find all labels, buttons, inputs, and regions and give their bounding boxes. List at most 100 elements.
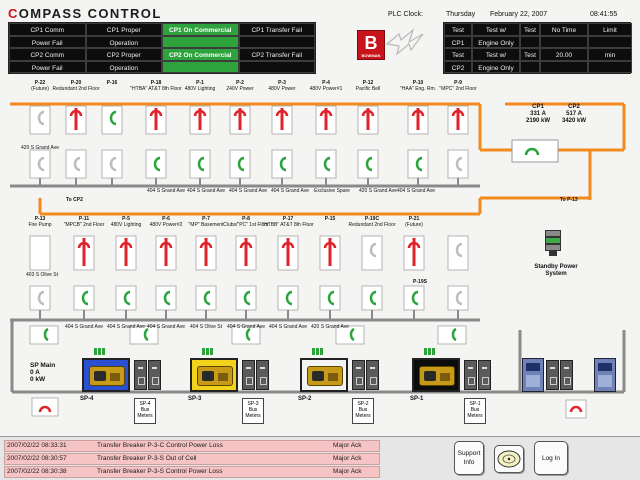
stack-light-icon: [545, 230, 561, 258]
breaker-open-icon: [163, 290, 171, 306]
breaker-closed-icon: [451, 109, 465, 117]
breaker-name-label: "HAA" Eng. Rm.: [399, 86, 437, 92]
breaker-id-label: P-1: [196, 80, 204, 86]
breaker-open-icon: [37, 290, 45, 306]
bus-meters-button[interactable]: SP-3 Bus Meters: [242, 398, 264, 424]
test-cp2-engine-button[interactable]: Test w/: [472, 48, 520, 61]
alarm-time: 2007/02/22 08:30:38: [7, 468, 67, 475]
address-label: 404 S Grand Ave: [147, 324, 185, 330]
status-cell: CP1 On Commercial: [162, 23, 239, 36]
generator-unit[interactable]: [82, 358, 130, 392]
app-title: COMPASS CONTROL: [8, 6, 162, 21]
breaker-open-icon: [365, 156, 373, 172]
status-cell: Power Fail: [9, 35, 86, 48]
compass-icon: [497, 450, 521, 468]
generator-unit[interactable]: [190, 358, 238, 392]
alarm-row[interactable]: 2007/02/22 08:30:38 Transfer Breaker P-3-…: [4, 466, 380, 478]
bus-meters-button[interactable]: SP-1 Bus Meters: [464, 398, 486, 424]
status-led-icon: [428, 348, 431, 355]
test-controls-grid: Test Test w/ Test No Time Limit CP1 Engi…: [443, 22, 632, 74]
test-cp1-engine-label: Engine Only: [472, 35, 520, 48]
cp2-readout: CP2 517 A 3420 kW: [562, 104, 587, 124]
breaker-open-icon: [369, 290, 377, 306]
generator-unit[interactable]: [300, 358, 348, 392]
generator-unit[interactable]: [412, 358, 460, 392]
test-cp1-engine-button[interactable]: Test w/: [472, 23, 520, 36]
plc-clock-day: Thursday: [446, 11, 476, 18]
bus-meters-button[interactable]: SP-2 Bus Meters: [352, 398, 374, 424]
breaker-id-label: P-20: [70, 80, 82, 86]
breaker-open-icon: [143, 327, 149, 342]
status-led-icon: [312, 348, 315, 355]
to-p13-label: To P-13: [560, 197, 578, 203]
status-led-icon: [210, 348, 213, 355]
address-label: 404 S Olive St: [190, 324, 222, 330]
log-in-button[interactable]: Log In: [534, 441, 568, 475]
breaker-empty-icon: [369, 242, 377, 258]
empty-cell: [540, 35, 588, 48]
address-label: 404 S Grand Ave: [227, 324, 265, 330]
test-cp1-button[interactable]: Test: [444, 23, 472, 36]
address-label: 404 S Grand Ave: [147, 188, 185, 194]
breaker-open-icon: [197, 156, 205, 172]
breaker-name-label: 480V Power#1: [309, 86, 343, 92]
status-led-icon: [202, 348, 205, 355]
status-led-icon: [102, 348, 105, 355]
alarm-message: Transfer Breaker P-3-S Control Power Los…: [97, 468, 223, 475]
sp-main-readout: SP Main 0 A 0 kW: [30, 362, 56, 383]
empty-cell: [540, 60, 588, 73]
breaker-closed-icon: [524, 147, 540, 156]
status-cell: CP2 On Commercial: [162, 48, 239, 61]
address-label: 404 S Grand Ave: [107, 324, 145, 330]
breaker-name-label: Fire Pump: [28, 222, 52, 228]
cp1-readout: CP1 331 A 2190 kW: [526, 104, 551, 124]
breaker-cell: [29, 235, 51, 271]
switch-icon: [366, 360, 379, 390]
breaker-open-icon: [203, 290, 211, 306]
breaker-open-icon: [243, 290, 251, 306]
support-info-button[interactable]: Support Info: [454, 441, 484, 475]
logo-button[interactable]: [494, 445, 524, 473]
breaker-closed-icon: [38, 405, 52, 413]
breaker-name-label: "MP" Basement: [188, 222, 224, 228]
breaker-open-icon: [245, 327, 251, 342]
standby-power-label: Standby Power System: [534, 264, 578, 277]
to-cp2-label: To CP2: [66, 197, 83, 203]
test-cp2-limit-label: Test: [520, 48, 540, 61]
test-cp2-label: CP2: [444, 60, 472, 73]
address-label: 404 S Grand Ave: [271, 188, 309, 194]
status-cell: Operation: [85, 35, 162, 48]
status-cell: Power Fail: [9, 60, 86, 73]
breaker-name-label: 480V Lighting: [110, 222, 142, 228]
generator-icon: [419, 366, 455, 386]
breaker-name-label: Clubs/"PC" 1st Floor: [223, 222, 269, 228]
switch-icon: [478, 360, 491, 390]
breaker-open-icon: [123, 290, 131, 306]
breaker-id-label: P-8: [242, 216, 250, 222]
breaker-open-icon: [349, 327, 355, 342]
alarm-time: 2007/02/22 08:33:31: [7, 442, 67, 449]
test-cp2-time-value[interactable]: 20.00: [540, 48, 588, 61]
test-cp1-time-value[interactable]: No Time: [540, 23, 588, 36]
breaker-open-icon: [455, 290, 463, 306]
status-led-icon: [94, 348, 97, 355]
breaker-open-icon: [73, 156, 81, 172]
switch-icon: [464, 360, 477, 390]
bus-meters-button[interactable]: SP-4 Bus Meters: [134, 398, 156, 424]
alarm-status: Major Ack: [333, 455, 362, 462]
status-led-icon: [316, 348, 319, 355]
plc-clock-time: 08:41:55: [590, 11, 618, 18]
address-label: 420 S Grand Ave: [21, 145, 59, 151]
breaker-id-label: P-4: [322, 80, 330, 86]
status-cell: CP1 Proper: [85, 23, 162, 36]
breaker-id-label: P-13: [34, 216, 46, 222]
plc-clock-date: February 22, 2007: [490, 11, 548, 18]
test-cp2-button[interactable]: Test: [444, 48, 472, 61]
plc-clock-label: PLC Clock:: [388, 11, 424, 18]
breaker-closed-icon: [233, 109, 247, 117]
generator-icon: [89, 366, 125, 386]
status-cell: CP2 Transfer Fail: [238, 48, 315, 61]
